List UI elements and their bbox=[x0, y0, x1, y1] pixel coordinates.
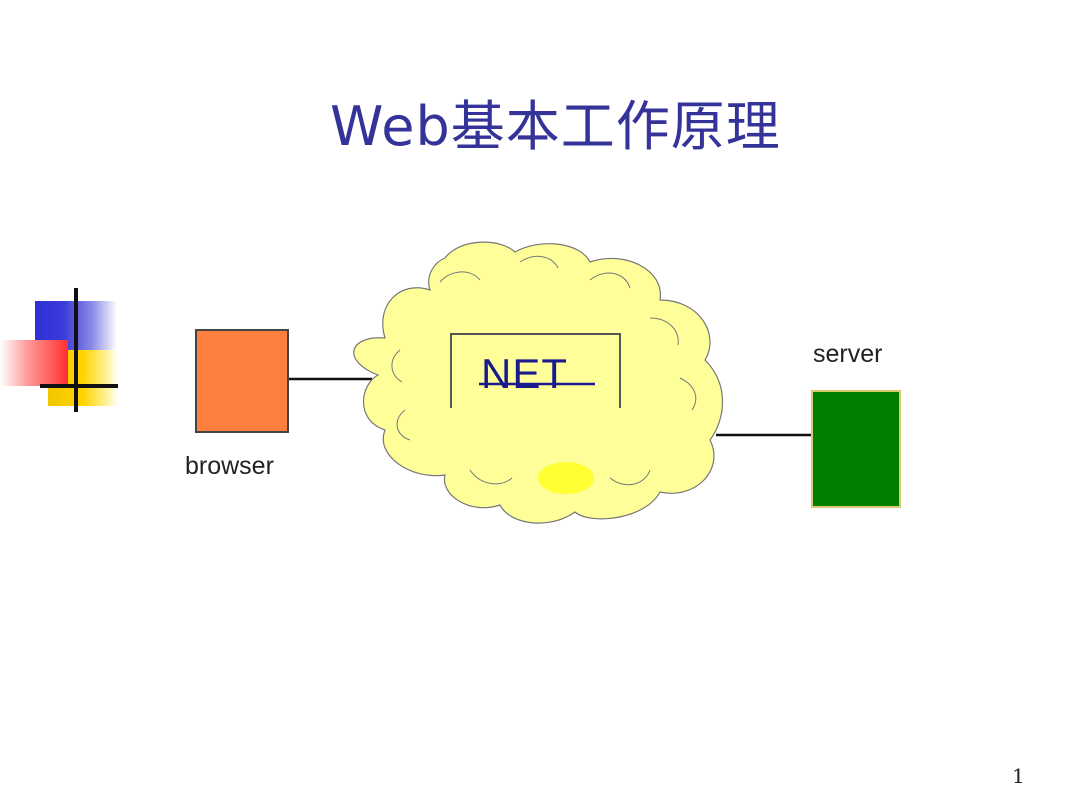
server-box bbox=[811, 390, 901, 508]
slide-decoration bbox=[0, 288, 120, 413]
cloud-detail bbox=[469, 469, 513, 485]
cloud-highlight bbox=[538, 462, 594, 494]
cloud-detail bbox=[391, 349, 403, 383]
decoration-vertical-line bbox=[74, 288, 78, 412]
cloud-detail bbox=[589, 272, 631, 289]
net-label: NET bbox=[481, 350, 568, 397]
cloud-detail bbox=[439, 271, 481, 283]
cloud-detail bbox=[609, 469, 651, 486]
cloud-detail bbox=[679, 377, 697, 411]
decoration-horizontal-line bbox=[40, 384, 118, 388]
cloud-detail bbox=[649, 317, 679, 346]
cloud-detail bbox=[396, 409, 411, 441]
browser-box bbox=[195, 329, 289, 433]
server-label: server bbox=[813, 340, 883, 368]
cloud-detail bbox=[519, 255, 559, 269]
net-cloud bbox=[353, 241, 724, 524]
decoration-red-square bbox=[0, 340, 68, 386]
page-number: 1 bbox=[1012, 764, 1025, 788]
browser-label: browser bbox=[185, 452, 274, 480]
net-frame bbox=[450, 333, 621, 408]
slide-title: Web基本工作原理 bbox=[330, 95, 781, 158]
